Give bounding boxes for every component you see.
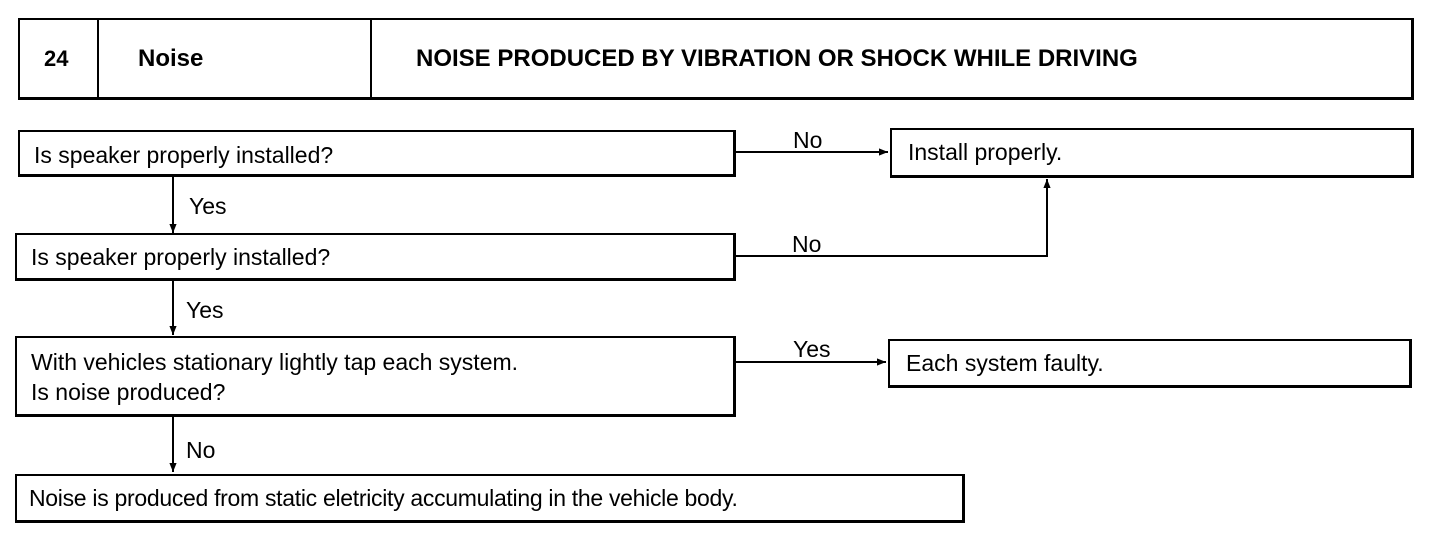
question-2-text: Is speaker properly installed?: [31, 244, 331, 270]
question-speaker-installed-1: Is speaker properly installed?: [18, 130, 736, 177]
q3-no-label: No: [186, 437, 216, 463]
question-3-line-2: Is noise produced?: [31, 379, 226, 405]
header-bar: 24 Noise NOISE PRODUCED BY VIBRATION OR …: [18, 18, 1414, 100]
question-tap-systems: With vehicles stationary lightly tap eac…: [15, 336, 736, 417]
header-divider-2: [370, 20, 372, 97]
result-static-electricity: Noise is produced from static eletricity…: [15, 474, 965, 523]
q2-yes-label: Yes: [186, 297, 224, 323]
q1-no-label: No: [793, 127, 823, 153]
result-each-system-faulty: Each system faulty.: [888, 339, 1412, 388]
q1-yes-label: Yes: [189, 193, 227, 219]
result-static-text: Noise is produced from static eletricity…: [29, 485, 738, 511]
result-install-properly: Install properly.: [890, 128, 1414, 178]
header-title: NOISE PRODUCED BY VIBRATION OR SHOCK WHI…: [416, 44, 1138, 72]
header-category: Noise: [138, 44, 204, 72]
q2-no-arrow: [736, 179, 1051, 257]
q2-no-label: No: [792, 231, 822, 257]
result-faulty-text: Each system faulty.: [906, 350, 1104, 376]
result-install-text: Install properly.: [908, 139, 1063, 165]
question-1-text: Is speaker properly installed?: [34, 142, 334, 168]
question-speaker-installed-2: Is speaker properly installed?: [15, 233, 736, 281]
header-number: 24: [44, 45, 69, 71]
question-3-line-1: With vehicles stationary lightly tap eac…: [31, 349, 519, 375]
header-divider-1: [97, 20, 99, 97]
q3-yes-label: Yes: [793, 336, 831, 362]
